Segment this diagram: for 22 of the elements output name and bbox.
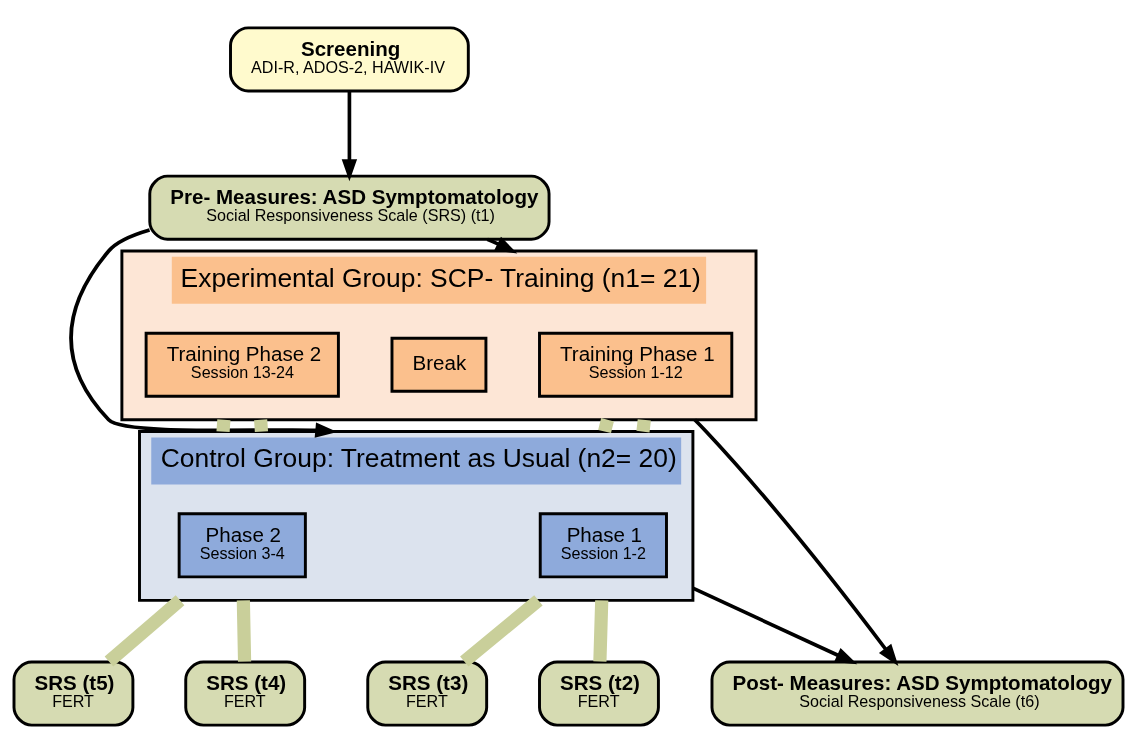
arrow [692,586,858,665]
connector [254,419,269,432]
node-box: Phase 2 Session 3-4 [177,512,307,579]
node-box: Break [390,336,488,393]
node-box: Phase 1 Session 1-2 [538,512,668,579]
node-box: Screening ADI-R, ADOS-2, HAWIK-IV [229,26,470,93]
node-box: SRS (t5) FERT [12,660,135,727]
node-box: Pre- Measures: ASD Symptomatology Social Responsiveness Scale (SRS) (t1) [148,174,551,241]
connector [593,600,609,662]
node-box: SRS (t2) FERT [538,660,660,727]
arrow [341,91,358,182]
node-box: SRS (t4) FERT [184,660,307,727]
connector [104,595,185,667]
node-box: Post- Measures: ASD Symptomatology Social Responsiveness Scale (t6) [710,660,1125,727]
connector [460,595,543,667]
node-box: Training Phase 2 Session 13-24 [144,331,340,398]
connector [598,418,614,434]
node-box: Training Phase 1 Session 1-12 [538,331,734,398]
connector [236,600,252,662]
connector [216,419,231,432]
connector [636,419,651,433]
node-box: SRS (t3) FERT [366,660,489,727]
